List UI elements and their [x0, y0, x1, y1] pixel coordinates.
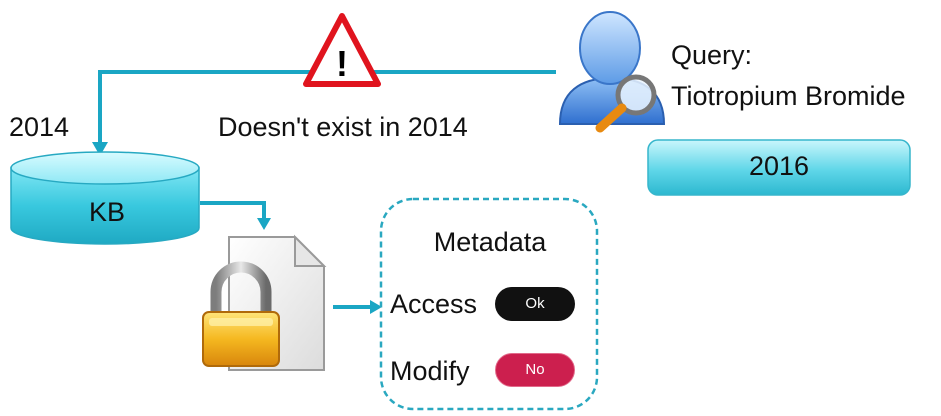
locked-document-icon — [202, 234, 327, 371]
query-value: Tiotropium Bromide — [671, 81, 906, 111]
modify-status-badge: No — [495, 353, 575, 387]
kb-to-document-connector — [200, 201, 266, 220]
kb-to-document-arrowhead — [257, 218, 271, 230]
warning-text: Doesn't exist in 2014 — [218, 112, 468, 142]
database-icon — [10, 151, 200, 245]
query-connector — [98, 70, 556, 146]
document-to-metadata-arrowhead — [370, 300, 382, 314]
access-label: Access — [390, 289, 478, 319]
kb-year-label: 2014 — [9, 112, 70, 142]
access-status-badge: Ok — [495, 287, 575, 321]
warning-icon: ! — [303, 13, 381, 87]
query-label: Query: — [671, 40, 753, 70]
user-search-icon — [558, 11, 666, 133]
query-year-label: 2016 — [748, 151, 810, 181]
metadata-title: Metadata — [433, 227, 547, 257]
modify-label: Modify — [390, 356, 470, 386]
query-connector-arrowhead — [92, 142, 108, 156]
kb-label: KB — [88, 197, 126, 227]
warning-symbol: ! — [336, 43, 348, 84]
query-year-box — [647, 139, 911, 196]
